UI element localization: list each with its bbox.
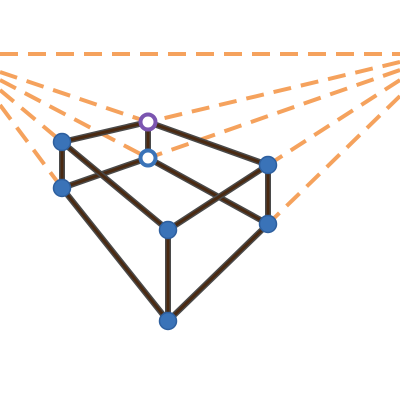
edge-core	[146, 120, 270, 167]
vertices[interactable]	[52, 112, 278, 331]
edge-v8-v6	[165, 221, 271, 324]
edge-v7-v5	[165, 162, 271, 233]
edge-v3-v1	[59, 119, 151, 145]
vertex-v7[interactable]	[158, 220, 178, 240]
edge-core	[166, 163, 270, 232]
edge-v2-v6	[145, 155, 271, 227]
edge-v1-v5	[145, 119, 271, 168]
guide-line-5	[0, 103, 64, 190]
vertex-v2[interactable]	[138, 148, 158, 168]
guide-line-6	[147, 60, 400, 124]
edge-core	[60, 186, 170, 323]
vertex-v5[interactable]	[258, 155, 278, 175]
guide-line-9	[266, 94, 400, 226]
vertex-v1[interactable]	[138, 112, 158, 132]
guide-lines	[0, 52, 400, 226]
edge-core	[146, 156, 270, 226]
edge-core	[60, 120, 150, 144]
edge-core	[60, 156, 150, 190]
vertex-v8[interactable]	[158, 311, 178, 331]
edge-core	[60, 140, 170, 232]
guide-line-4	[0, 88, 64, 144]
edge-v3-v7	[59, 139, 171, 233]
edge-v4-v8	[59, 185, 171, 324]
vertex-v6[interactable]	[258, 214, 278, 234]
vertex-v3[interactable]	[52, 132, 72, 152]
edge-core	[166, 222, 270, 323]
edge-v4-v2	[59, 155, 151, 191]
vertex-v4[interactable]	[52, 178, 72, 198]
guide-line-7	[147, 68, 400, 160]
